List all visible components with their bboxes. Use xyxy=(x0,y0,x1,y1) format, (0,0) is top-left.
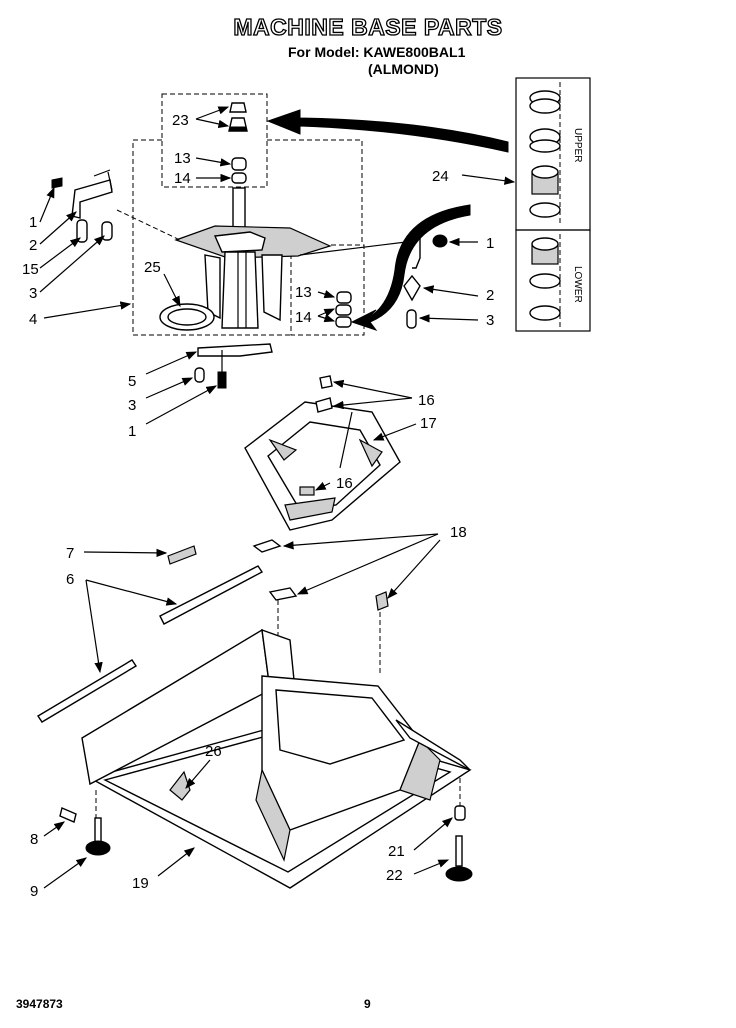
callout-21: 21 xyxy=(388,843,405,860)
callout-14-upper: 14 xyxy=(174,170,191,187)
clip-18b xyxy=(268,587,298,601)
callout-leaders xyxy=(39,106,516,889)
callout-1-left: 1 xyxy=(29,214,37,231)
model-line: For Model: KAWE800BAL1 xyxy=(288,44,466,60)
cabinet-base-19 xyxy=(81,628,472,889)
clip-7 xyxy=(167,545,197,565)
foot-9 xyxy=(85,840,111,856)
left-bracket-hardware xyxy=(51,169,181,243)
callout-7: 7 xyxy=(66,545,74,562)
leveling-feet xyxy=(59,805,473,882)
bar-6-upper xyxy=(159,565,264,625)
lower-label: LOWER xyxy=(572,266,583,303)
callout-1-right: 1 xyxy=(486,235,494,252)
arrow-upper-inset xyxy=(266,109,509,153)
cap-21 xyxy=(454,805,466,821)
callout-25: 25 xyxy=(144,259,161,276)
callout-2-left: 2 xyxy=(29,237,37,254)
arrow-lower-inset xyxy=(350,204,471,331)
lower-inset-box xyxy=(515,229,591,332)
bushing-inset: UPPER LOWER xyxy=(515,77,591,332)
callout-3-right: 3 xyxy=(486,312,494,329)
clip-16b xyxy=(315,397,333,413)
callout-3-mid: 3 xyxy=(128,397,136,414)
callout-22: 22 xyxy=(386,867,403,884)
callout-26: 26 xyxy=(205,743,222,760)
page-number: 9 xyxy=(364,997,371,1011)
bushing-13-14-part xyxy=(231,157,247,184)
callout-14-lower: 14 xyxy=(295,309,312,326)
bolt-1-left xyxy=(51,177,63,189)
document-number: 3947873 xyxy=(16,997,63,1011)
rail-parts xyxy=(37,539,389,723)
callout-16-mid: 16 xyxy=(336,475,353,492)
upper-bushing-box xyxy=(161,93,268,188)
callout-9: 9 xyxy=(30,883,38,900)
clip-16c xyxy=(299,486,315,496)
page-title: MACHINE BASE PARTS xyxy=(233,13,503,40)
tub-support-17 xyxy=(244,375,401,531)
callout-2-right: 2 xyxy=(486,287,494,304)
upper-bushing-set xyxy=(529,90,561,218)
callout-6: 6 xyxy=(66,571,74,588)
callout-13-upper: 13 xyxy=(174,150,191,167)
mounting-bracket-5 xyxy=(194,343,273,389)
mechanism-assembly xyxy=(132,93,365,336)
foot-22 xyxy=(445,866,473,882)
callout-17: 17 xyxy=(420,415,437,432)
cap-8 xyxy=(59,807,77,823)
bracket-2-left xyxy=(71,179,113,219)
lower-bushing-set xyxy=(529,237,561,321)
clip-26 xyxy=(169,770,191,801)
bolt-1-right xyxy=(432,234,448,248)
callout-4: 4 xyxy=(29,311,37,328)
callout-24: 24 xyxy=(432,168,449,185)
callout-16-top: 16 xyxy=(418,392,435,409)
callout-19: 19 xyxy=(132,875,149,892)
clip-18c xyxy=(375,591,389,611)
spring-15 xyxy=(76,219,88,243)
callout-15: 15 xyxy=(22,261,39,278)
callout-23: 23 xyxy=(172,112,189,129)
color-line: (ALMOND) xyxy=(368,61,439,77)
callout-13-lower: 13 xyxy=(295,284,312,301)
spring-3-left xyxy=(101,221,113,241)
callout-5: 5 xyxy=(128,373,136,390)
callout-1-mid: 1 xyxy=(128,423,136,440)
clip-18a xyxy=(252,539,282,553)
callout-numbers: 23 13 14 1 2 15 3 25 4 24 1 2 3 13 14 5 … xyxy=(22,112,494,900)
clip-16a xyxy=(319,375,333,389)
spring-3-right xyxy=(406,309,417,329)
bar-6-lower xyxy=(37,659,137,723)
callout-18: 18 xyxy=(450,524,467,541)
callout-3-left: 3 xyxy=(29,285,37,302)
bushing-23-part xyxy=(228,102,248,132)
callout-8: 8 xyxy=(30,831,38,848)
upper-label: UPPER xyxy=(572,128,583,162)
